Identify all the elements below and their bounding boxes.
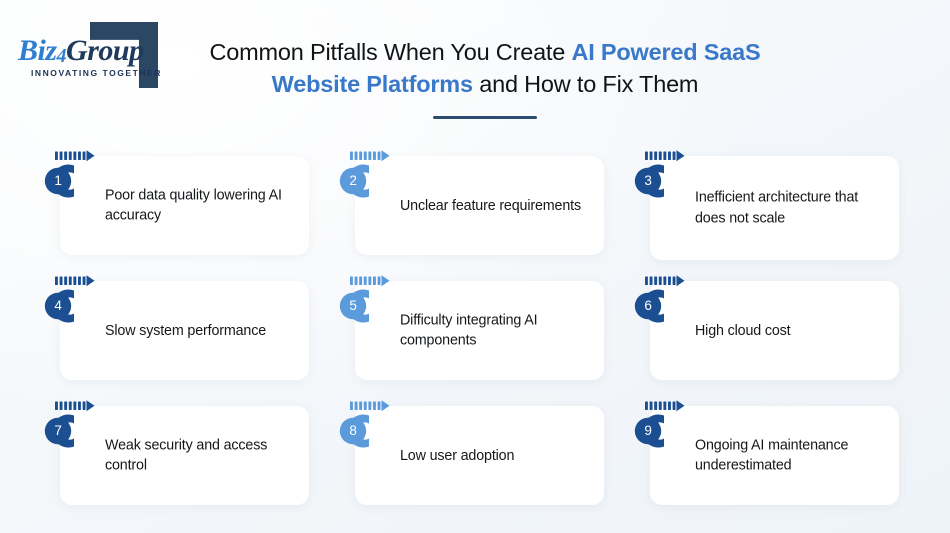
step-arc-arrow-icon: 5 <box>325 273 397 335</box>
card-surface: Slow system performance <box>60 281 309 380</box>
step-arc-arrow-icon: 4 <box>30 273 102 335</box>
logo-tagline: INNOVATING TOGETHER <box>31 68 162 78</box>
card-label: High cloud cost <box>695 322 791 339</box>
step-arc-arrow-icon: 7 <box>30 398 102 460</box>
brand-logo: Biz4Group INNOVATING TOGETHER <box>18 20 170 90</box>
title-segment-3: and How to Fix Them <box>472 71 699 97</box>
logo-wordmark: Biz4Group <box>18 34 148 67</box>
pitfall-card-3[interactable]: Inefficient architecture that does not s… <box>620 148 917 266</box>
card-surface: Weak security and access control <box>60 406 309 505</box>
card-surface: Unclear feature requirements <box>355 156 604 255</box>
title-underline-rule <box>433 116 537 119</box>
step-arc-arrow-icon: 8 <box>325 398 397 460</box>
header: Biz4Group INNOVATING TOGETHER Common Pit… <box>0 0 950 130</box>
card-surface: Difficulty integrating AI components <box>355 281 604 380</box>
card-label: Ongoing AI maintenance underestimated <box>695 437 849 474</box>
card-label: Unclear feature requirements <box>400 197 581 214</box>
step-arc-arrow-icon: 9 <box>620 398 692 460</box>
page-title-block: Common Pitfalls When You Create AI Power… <box>175 36 795 119</box>
card-surface: Low user adoption <box>355 406 604 505</box>
card-surface: High cloud cost <box>650 281 899 380</box>
step-arc-arrow-icon: 3 <box>620 148 692 210</box>
card-label: Difficulty integrating AI components <box>400 312 538 349</box>
logo-word-biz: Biz <box>18 34 57 67</box>
step-arc-arrow-icon: 6 <box>620 273 692 335</box>
title-highlight-1: AI Powered SaaS <box>571 39 761 65</box>
page-title: Common Pitfalls When You Create AI Power… <box>175 36 795 100</box>
step-arc-arrow-icon: 1 <box>30 148 102 210</box>
title-highlight-2: Website Platforms <box>271 71 473 97</box>
step-arc-arrow-icon: 2 <box>325 148 397 210</box>
card-label: Low user adoption <box>400 447 515 464</box>
card-label: Poor data quality lowering AI accuracy <box>105 187 282 224</box>
card-label: Weak security and access control <box>105 437 268 474</box>
title-segment-1: Common Pitfalls When You Create <box>209 39 572 65</box>
card-label: Inefficient architecture that does not s… <box>695 189 859 227</box>
card-label: Slow system performance <box>105 322 267 339</box>
logo-word-four: 4 <box>56 45 67 67</box>
card-surface: Inefficient architecture that does not s… <box>650 156 899 260</box>
logo-word-group: Group <box>66 34 144 67</box>
card-surface: Poor data quality lowering AI accuracy <box>60 156 309 255</box>
card-surface: Ongoing AI maintenance underestimated <box>650 406 899 505</box>
